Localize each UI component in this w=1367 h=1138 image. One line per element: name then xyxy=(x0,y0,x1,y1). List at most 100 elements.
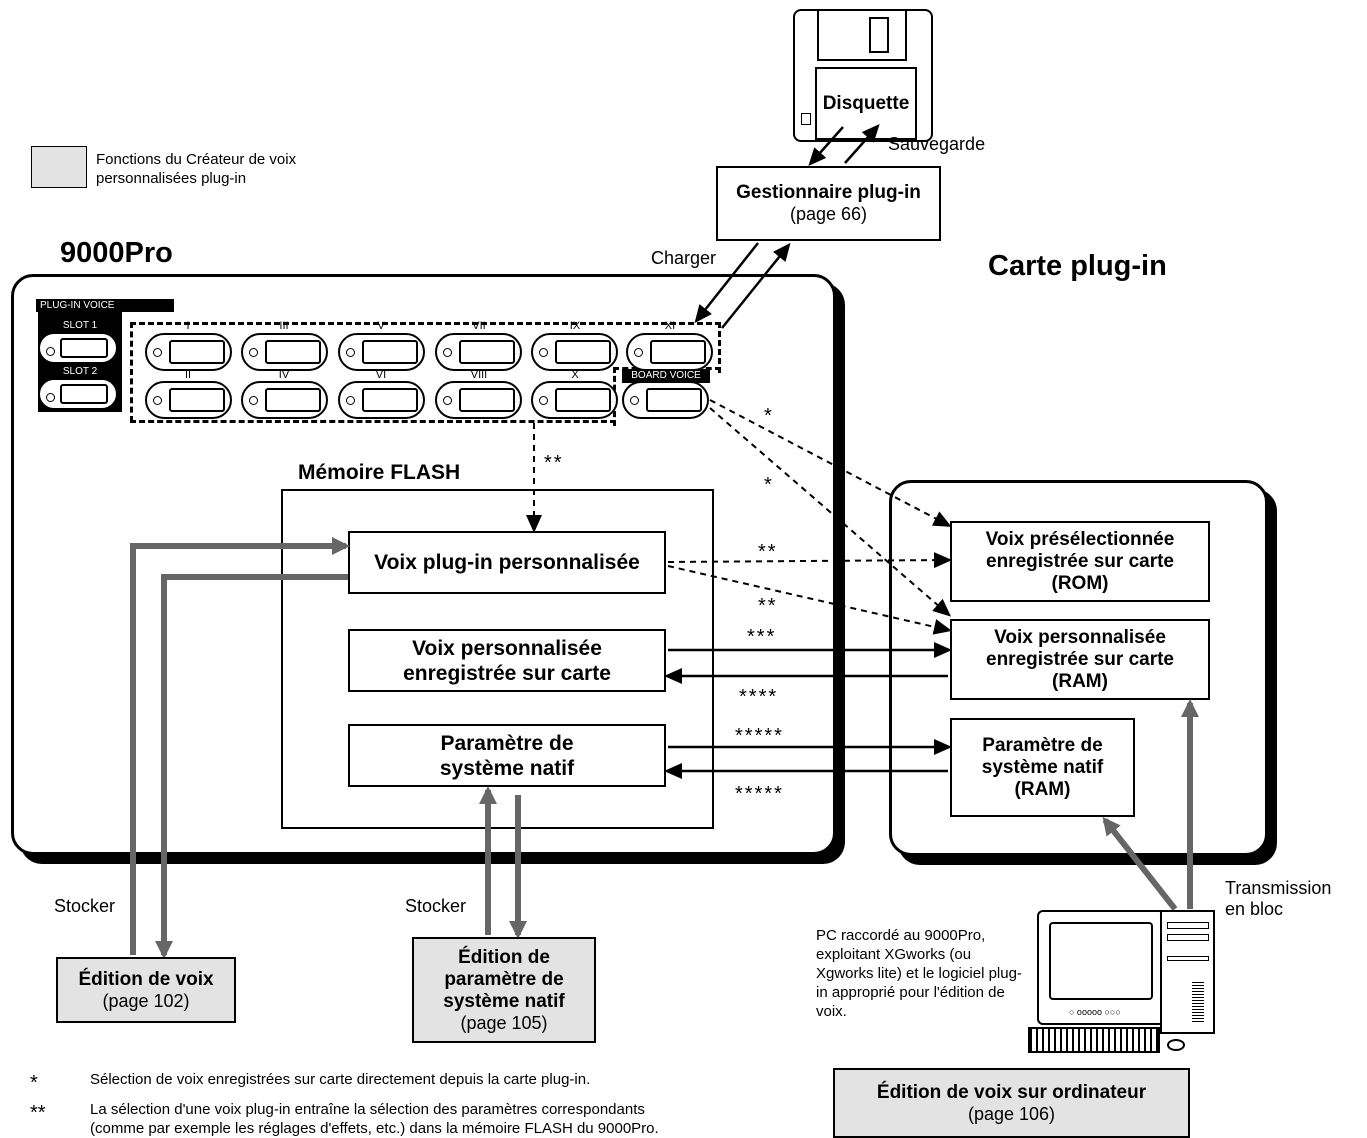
manager-page: (page 66) xyxy=(789,204,868,224)
monitor: ○ ooooo ○○○ xyxy=(1037,910,1165,1025)
footnote-1-mark: * xyxy=(30,1072,38,1094)
slot-V xyxy=(338,333,425,371)
slot-IX xyxy=(531,333,618,371)
slot2-label: SLOT 2 xyxy=(62,366,98,377)
plugin-voice-header: PLUG-IN VOICE xyxy=(36,299,174,312)
arrow-store-voice xyxy=(130,537,350,955)
slot-label-X: X xyxy=(571,369,579,381)
arrow-board-to-ram xyxy=(709,407,952,617)
plugin-voice-block: PLUG-IN VOICE SLOT 1 SLOT 2 xyxy=(36,299,174,412)
keyboard xyxy=(1028,1027,1160,1053)
stars-s3: ** xyxy=(544,452,564,474)
stars-s5: ** xyxy=(758,595,778,617)
arrow-pc-to-paramram xyxy=(1102,816,1178,911)
arrow-voixplugin-to-rom xyxy=(667,552,952,569)
stars-s8: ***** xyxy=(735,725,784,747)
slot1 xyxy=(38,332,118,364)
arrow-floppy-to-manager xyxy=(808,126,844,166)
voix-plugin-perso-box: Voix plug-in personnalisée xyxy=(348,531,666,594)
device-title: 9000Pro xyxy=(60,237,173,269)
stocker-left-label: Stocker xyxy=(54,896,116,916)
edit-voice-title: Édition de voix xyxy=(78,968,214,990)
floppy-disk: Disquette xyxy=(793,9,933,142)
plugin-slots-region-left xyxy=(130,322,133,422)
edit-param-title: Édition de paramètre de système natif xyxy=(443,946,565,1012)
edit-param-box: Édition de paramètre de système natif (p… xyxy=(412,937,596,1043)
board-voice-slot xyxy=(622,381,709,419)
slot-IV xyxy=(241,381,328,419)
stars-s1: * xyxy=(764,405,774,427)
card-title: Carte plug-in xyxy=(988,250,1167,282)
sauvegarde-label: Sauvegarde xyxy=(888,134,986,154)
edit-voice-page: (page 102) xyxy=(102,990,190,1011)
slot-label-III: III xyxy=(279,320,289,332)
board-voice-label: BOARD VOICE xyxy=(622,369,710,383)
stars-s4: ** xyxy=(758,541,778,563)
slot-XI xyxy=(626,333,713,371)
plugin-slots-region xyxy=(130,322,721,373)
card-param-label: Paramètre de système natif (RAM) xyxy=(981,734,1104,800)
pc-edit-title: Édition de voix sur ordinateur xyxy=(876,1081,1147,1103)
card-ram-label: Voix personnalisée enregistrée sur carte… xyxy=(986,626,1174,692)
card-param-box: Paramètre de système natif (RAM) xyxy=(950,718,1135,817)
transmission-label: Transmission en bloc xyxy=(1225,878,1332,919)
parametre-natif-label: Paramètre de système natif xyxy=(439,731,575,780)
floppy-shutter xyxy=(817,9,907,61)
pc-edit-page: (page 106) xyxy=(967,1103,1056,1124)
slot-label-II: II xyxy=(184,369,192,381)
stars-s2: * xyxy=(764,474,774,496)
card-ram-box: Voix personnalisée enregistrée sur carte… xyxy=(950,619,1210,700)
manager-title: Gestionnaire plug-in xyxy=(736,182,921,203)
footnote-2-text: La sélection d'une voix plug-in entraîne… xyxy=(90,1101,645,1118)
charger-label: Charger xyxy=(651,248,717,268)
manager-box: Gestionnaire plug-in (page 66) xyxy=(716,166,941,241)
card-rom-label: Voix présélectionnée enregistrée sur car… xyxy=(985,528,1175,594)
arrow-board-to-rom xyxy=(709,399,952,527)
stocker-mid-label: Stocker xyxy=(405,896,467,916)
pc-edit-box: Édition de voix sur ordinateur (page 106… xyxy=(833,1068,1190,1138)
card-rom-box: Voix présélectionnée enregistrée sur car… xyxy=(950,521,1210,602)
stars-s6: *** xyxy=(747,626,777,648)
legend-swatch xyxy=(31,146,87,188)
slot-label-VI: VI xyxy=(375,369,387,381)
stars-s9: ***** xyxy=(735,783,784,805)
slot-label-V: V xyxy=(377,320,385,332)
pc-description: PC raccordé au 9000Pro, exploitant XGwor… xyxy=(816,927,1022,1020)
flash-box xyxy=(281,489,714,829)
edit-voice-box: Édition de voix (page 102) xyxy=(56,957,236,1023)
floppy-label: Disquette xyxy=(822,92,910,114)
voix-plugin-perso-label: Voix plug-in personnalisée xyxy=(374,551,640,574)
slot-VIII xyxy=(435,381,522,419)
arrow-manager-to-slots xyxy=(694,242,759,324)
slot-VII xyxy=(435,333,522,371)
computer-icon: ○ ooooo ○○○ xyxy=(1020,905,1220,1055)
slot-X xyxy=(531,381,618,419)
slot-II xyxy=(145,381,232,419)
slot-I xyxy=(145,333,232,371)
voix-perso-carte-box: Voix personnalisée enregistrée sur carte xyxy=(348,629,666,692)
slot-label-XI: XI xyxy=(664,320,676,332)
footnote-1-text: Sélection de voix enregistrées sur carte… xyxy=(90,1071,591,1088)
slot-label-VII: VII xyxy=(472,320,486,332)
arrow-slots-to-manager xyxy=(721,242,791,329)
plugin-slots-region-bottom xyxy=(130,420,616,423)
footnote-3-text: (comme par exemple les réglages d'effets… xyxy=(90,1120,659,1137)
parametre-natif-box: Paramètre de système natif xyxy=(348,724,666,787)
slot-label-VIII: VIII xyxy=(470,369,488,381)
slot1-label: SLOT 1 xyxy=(62,320,98,331)
voix-perso-carte-label: Voix personnalisée enregistrée sur carte xyxy=(403,636,611,685)
stars-s7: **** xyxy=(739,686,779,708)
mouse xyxy=(1167,1039,1185,1051)
arrow-load-voice xyxy=(155,574,348,959)
arrow-manager-to-floppy xyxy=(844,124,880,164)
legend-text: Fonctions du Créateur de voix personnali… xyxy=(96,151,297,187)
slot-label-IX: IX xyxy=(569,320,581,332)
slot-label-IV: IV xyxy=(278,369,290,381)
floppy-write-protect xyxy=(801,113,811,125)
slot-III xyxy=(241,333,328,371)
slot-VI xyxy=(338,381,425,419)
slot-label-I: I xyxy=(186,320,190,332)
footnote-2-mark: ** xyxy=(30,1102,46,1124)
slot2 xyxy=(38,378,118,410)
